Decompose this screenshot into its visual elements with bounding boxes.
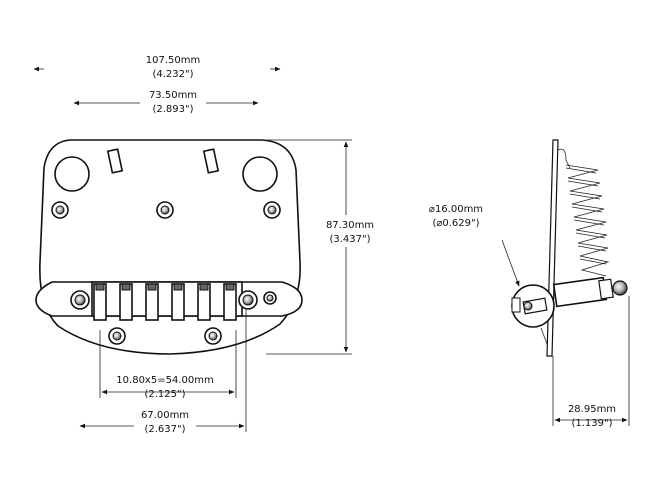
saddle <box>145 283 159 321</box>
slot-left <box>106 148 124 174</box>
outer-saddle-span-metric: 67.00mm <box>141 410 189 421</box>
side-plate <box>546 139 559 357</box>
dimension-height: 87.30mm (3.437") <box>266 139 378 355</box>
overall-width-imperial: (4.232") <box>152 69 193 80</box>
saddle-spacing-metric: 10.80x5=54.00mm <box>116 375 213 386</box>
hole-spacing-metric: 73.50mm <box>149 90 197 101</box>
saddle <box>197 283 211 321</box>
tailpiece-diameter-imperial: (⌀0.629") <box>432 218 479 229</box>
large-hole-left <box>54 156 90 192</box>
side-view <box>511 139 628 357</box>
housing-screw-right <box>238 290 258 310</box>
screw-lower-right <box>204 327 222 345</box>
outer-saddle-span-imperial: (2.637") <box>144 424 185 435</box>
saddle-rail <box>91 281 243 317</box>
saddles <box>93 283 237 321</box>
front-view <box>35 139 303 355</box>
slot-right <box>202 148 220 174</box>
height-metric: 87.30mm <box>326 220 374 231</box>
side-depth-metric: 28.95mm <box>568 404 616 415</box>
screw-upper-left <box>51 201 69 219</box>
dimension-side-depth: 28.95mm (1.139") <box>552 296 630 429</box>
height-imperial: (3.437") <box>329 234 370 245</box>
screw-lower-left <box>108 327 126 345</box>
dimension-tailpiece-diameter: ⌀16.00mm (⌀0.629") <box>429 204 548 345</box>
saddle-spacing-imperial: (2.125") <box>144 389 185 400</box>
dimension-saddle-spacing: 10.80x5=54.00mm (2.125") <box>99 330 237 400</box>
screw-upper-center <box>156 201 174 219</box>
housing-screw-left <box>70 290 90 310</box>
dimension-overall-width: 107.50mm (4.232") <box>33 55 281 80</box>
saddle <box>119 283 133 321</box>
overall-width-metric: 107.50mm <box>146 55 200 66</box>
spring <box>565 164 610 277</box>
saddle <box>93 283 107 321</box>
hole-spacing-imperial: (2.893") <box>152 104 193 115</box>
tension-cylinder <box>552 276 628 308</box>
side-depth-imperial: (1.139") <box>571 418 612 429</box>
dimension-outer-saddle-span: 67.00mm (2.637") <box>79 310 247 437</box>
dimension-hole-spacing: 73.50mm (2.893") <box>73 90 259 115</box>
side-hook <box>557 148 571 169</box>
tailpiece-diameter-metric: ⌀16.00mm <box>429 204 483 215</box>
saddle <box>171 283 185 321</box>
adjuster-knob <box>612 280 628 296</box>
tailpiece-housing <box>511 284 555 328</box>
screw-upper-right <box>263 201 281 219</box>
saddle <box>223 283 237 321</box>
housing-knob-right <box>263 291 277 305</box>
large-hole-right <box>242 156 278 192</box>
